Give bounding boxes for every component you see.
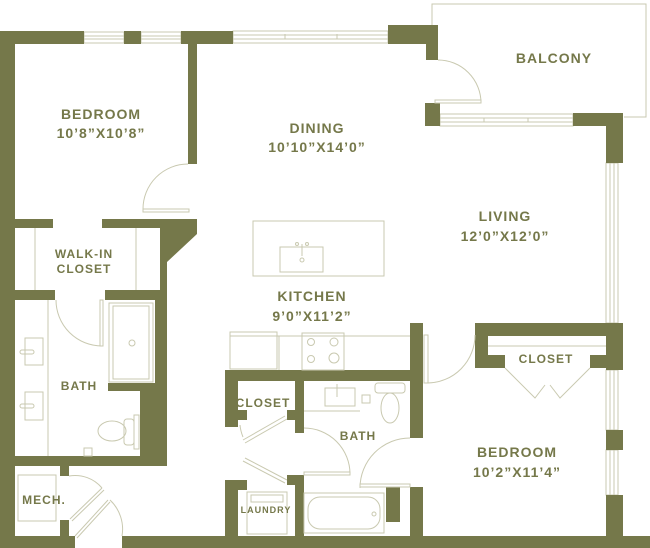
dishwasher [229,331,278,370]
label-closet-hall: CLOSET [236,396,291,410]
label-walkin-line1: WALK-IN [55,247,113,261]
label-living-name: LIVING [479,208,532,224]
walls [0,25,650,548]
label-bedroom1-name: BEDROOM [61,106,141,122]
room-labels: BEDROOM 10’8”X10’8” DINING 10’10”X14’0” … [22,50,592,515]
label-bedroom2-size: 10’2”X11’4” [473,464,561,480]
range [301,332,345,371]
window-dining [232,30,389,44]
window-bedroom1-b [140,31,182,44]
sink-1 [24,337,44,366]
label-balcony-name: BALCONY [516,50,592,66]
window-bedroom1-a [83,31,125,44]
mech-unit [17,474,57,522]
label-mech: MECH. [22,493,66,507]
sink-2 [24,391,44,421]
label-dining-name: DINING [290,120,345,136]
label-kitchen-name: KITCHEN [277,288,346,304]
window-bedroom2-a [605,369,619,431]
washer-dryer [246,491,288,535]
label-closet-bedroom2: CLOSET [519,352,574,366]
doors [55,59,606,539]
label-living-size: 12’0”X12’0” [461,228,550,244]
bathtub [303,492,385,534]
label-kitchen-size: 9’0”X11’2” [272,308,351,324]
balcony-outline [431,3,647,118]
label-bath2-name: BATH [340,429,376,443]
label-dining-size: 10’10”X14’0” [268,139,366,155]
kitchen-island [252,220,385,277]
label-walkin-line2: CLOSET [57,262,112,276]
fixtures [17,220,410,535]
sink-bath2 [324,387,356,407]
window-living-top [439,113,574,127]
label-bath1-name: BATH [61,379,97,393]
toilet-2 [380,392,400,424]
shower [108,302,154,383]
window-living-right [605,162,619,324]
label-laundry: LAUNDRY [241,505,292,515]
window-bedroom2-b [605,449,619,496]
windows [83,30,619,496]
label-bedroom1-size: 10’8”X10’8” [57,125,146,141]
label-bedroom2-name: BEDROOM [477,444,557,460]
toilet-1 [97,420,127,442]
